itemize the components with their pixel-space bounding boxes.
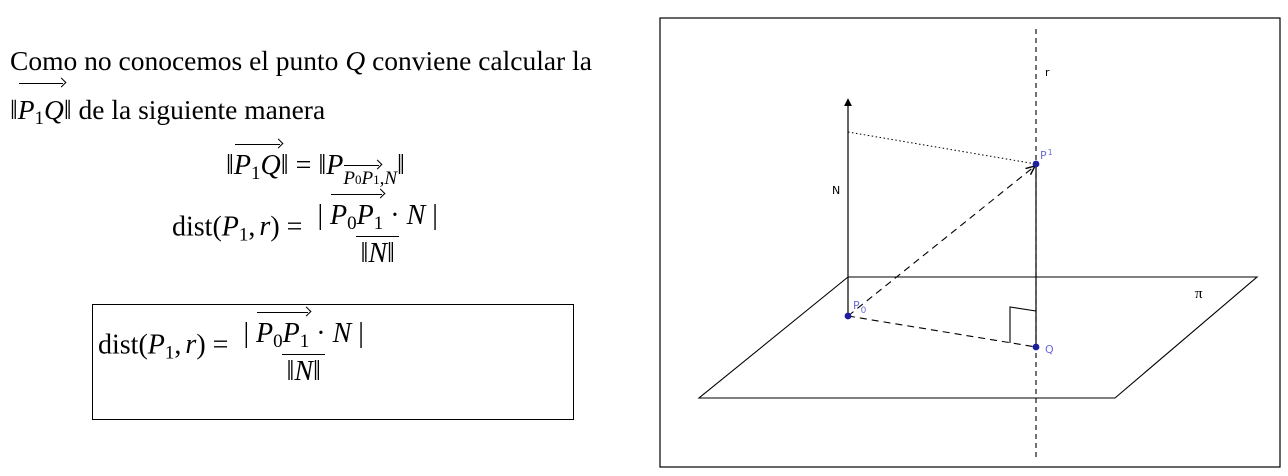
label-p0: P0 — [853, 299, 867, 316]
point-p1 — [1032, 160, 1040, 168]
subscript: 1 — [164, 342, 175, 364]
paren: ( — [138, 329, 148, 361]
dotted-projection — [847, 131, 1037, 165]
vector-subscript: 1 — [250, 163, 261, 184]
geometry-figure: r N P1 P0 Q π — [659, 17, 1281, 468]
normal-n: N — [406, 200, 426, 231]
vector-subscript: 0 — [347, 213, 357, 234]
dot-operator: · — [316, 318, 326, 349]
vector-letter: P — [233, 150, 251, 181]
equation-distance: dist(P1,r) = | P0P1 · N | ‖N‖ — [172, 190, 446, 268]
equals-sign: = — [286, 211, 303, 243]
norm-bar: ‖ — [397, 150, 405, 181]
subscript: 1 — [238, 224, 249, 246]
point-p: P — [147, 329, 165, 361]
label-r: r — [1045, 66, 1050, 79]
plane-pi — [697, 276, 1259, 399]
vector-letter: P — [330, 200, 348, 231]
abs-bar: | — [358, 318, 364, 349]
denominator: ‖N‖ — [356, 236, 399, 268]
dot-operator: · — [390, 200, 400, 231]
vector-p1q: P1Q — [234, 140, 281, 183]
comma: , — [174, 329, 182, 361]
vector-subscript: 1 — [373, 172, 380, 187]
abs-bar: | — [432, 200, 438, 231]
paren: ) — [270, 211, 280, 243]
vector-subscript: 0 — [354, 172, 362, 187]
text-segment: Como no conocemos el punto — [10, 45, 339, 76]
segment-p0-q — [847, 315, 1037, 348]
line-r: r — [259, 211, 271, 243]
right-angle-marker — [1009, 306, 1037, 343]
abs-bar: | — [317, 200, 324, 231]
label-p1: P1 — [1040, 148, 1053, 162]
equals-sign: = — [212, 329, 229, 361]
fraction: | P0P1 · N | ‖N‖ — [313, 190, 441, 268]
label-q: Q — [1045, 343, 1054, 356]
vector-letter: P — [282, 318, 300, 349]
norm-bar: ‖ — [63, 94, 72, 125]
result-box — [92, 304, 574, 420]
norm-bar: ‖ — [280, 150, 289, 181]
vector-letter: P — [256, 318, 274, 349]
vector-letter: Q — [260, 150, 281, 181]
paren: ) — [196, 329, 206, 361]
vector-letter: Q — [44, 94, 64, 125]
label-n: N — [832, 184, 840, 197]
vector-subscript: 0 — [273, 331, 283, 352]
text-segment: conviene calcular la — [372, 45, 592, 76]
fraction: | P0P1 · N | ‖N‖ — [239, 308, 367, 386]
equation-projection: ‖P1Q‖ = ‖PP0P1,N‖ — [226, 140, 405, 188]
text-segment: de la siguiente manera — [78, 94, 326, 125]
numerator: | P0P1 · N | — [313, 190, 441, 236]
vector-letter: P — [361, 168, 374, 189]
numerator: | P0P1 · N | — [239, 308, 367, 354]
equals-sign: = — [295, 150, 312, 181]
vector-subscript: 1 — [299, 331, 310, 352]
abs-bar: | — [243, 318, 250, 349]
vector-p0p1: P0P1 — [330, 190, 383, 233]
vector-letter: P — [343, 168, 355, 189]
norm-bar: ‖ — [10, 94, 18, 125]
normal-n: N — [332, 318, 352, 349]
vector-subscript: 1 — [34, 108, 45, 129]
figure-frame — [659, 17, 1281, 468]
point-p0 — [844, 312, 852, 320]
norm-bar: ‖ — [226, 150, 234, 181]
vector-letter: P — [17, 94, 35, 125]
vector-p0p1: P0P1 — [256, 308, 309, 351]
paren: ( — [212, 211, 222, 243]
vector-subscript: 1 — [373, 213, 384, 234]
dist-operator: dist — [172, 211, 213, 243]
subscript-n: ,N — [379, 168, 398, 189]
point-q — [1032, 343, 1040, 351]
comma: , — [248, 211, 256, 243]
label-pi: π — [1195, 286, 1203, 302]
denominator: ‖N‖ — [282, 354, 325, 386]
vector-p0p1: P0P1 — [343, 161, 380, 189]
vector-p0-p1 — [847, 166, 1035, 317]
projection-symbol: ‖P — [318, 150, 344, 181]
line-r: r — [185, 329, 197, 361]
vector-letter: P — [356, 200, 374, 231]
dist-operator: dist — [98, 329, 139, 361]
intro-paragraph: Como no conocemos el punto Q conviene ca… — [10, 42, 660, 137]
equation-boxed: dist(P1,r) = | P0P1 · N | ‖N‖ — [98, 308, 372, 386]
vector-p1q: P1Q — [18, 79, 64, 137]
projection-subscript: P0P1,N — [343, 161, 397, 188]
point-p: P — [221, 211, 239, 243]
point-q: Q — [345, 45, 366, 76]
